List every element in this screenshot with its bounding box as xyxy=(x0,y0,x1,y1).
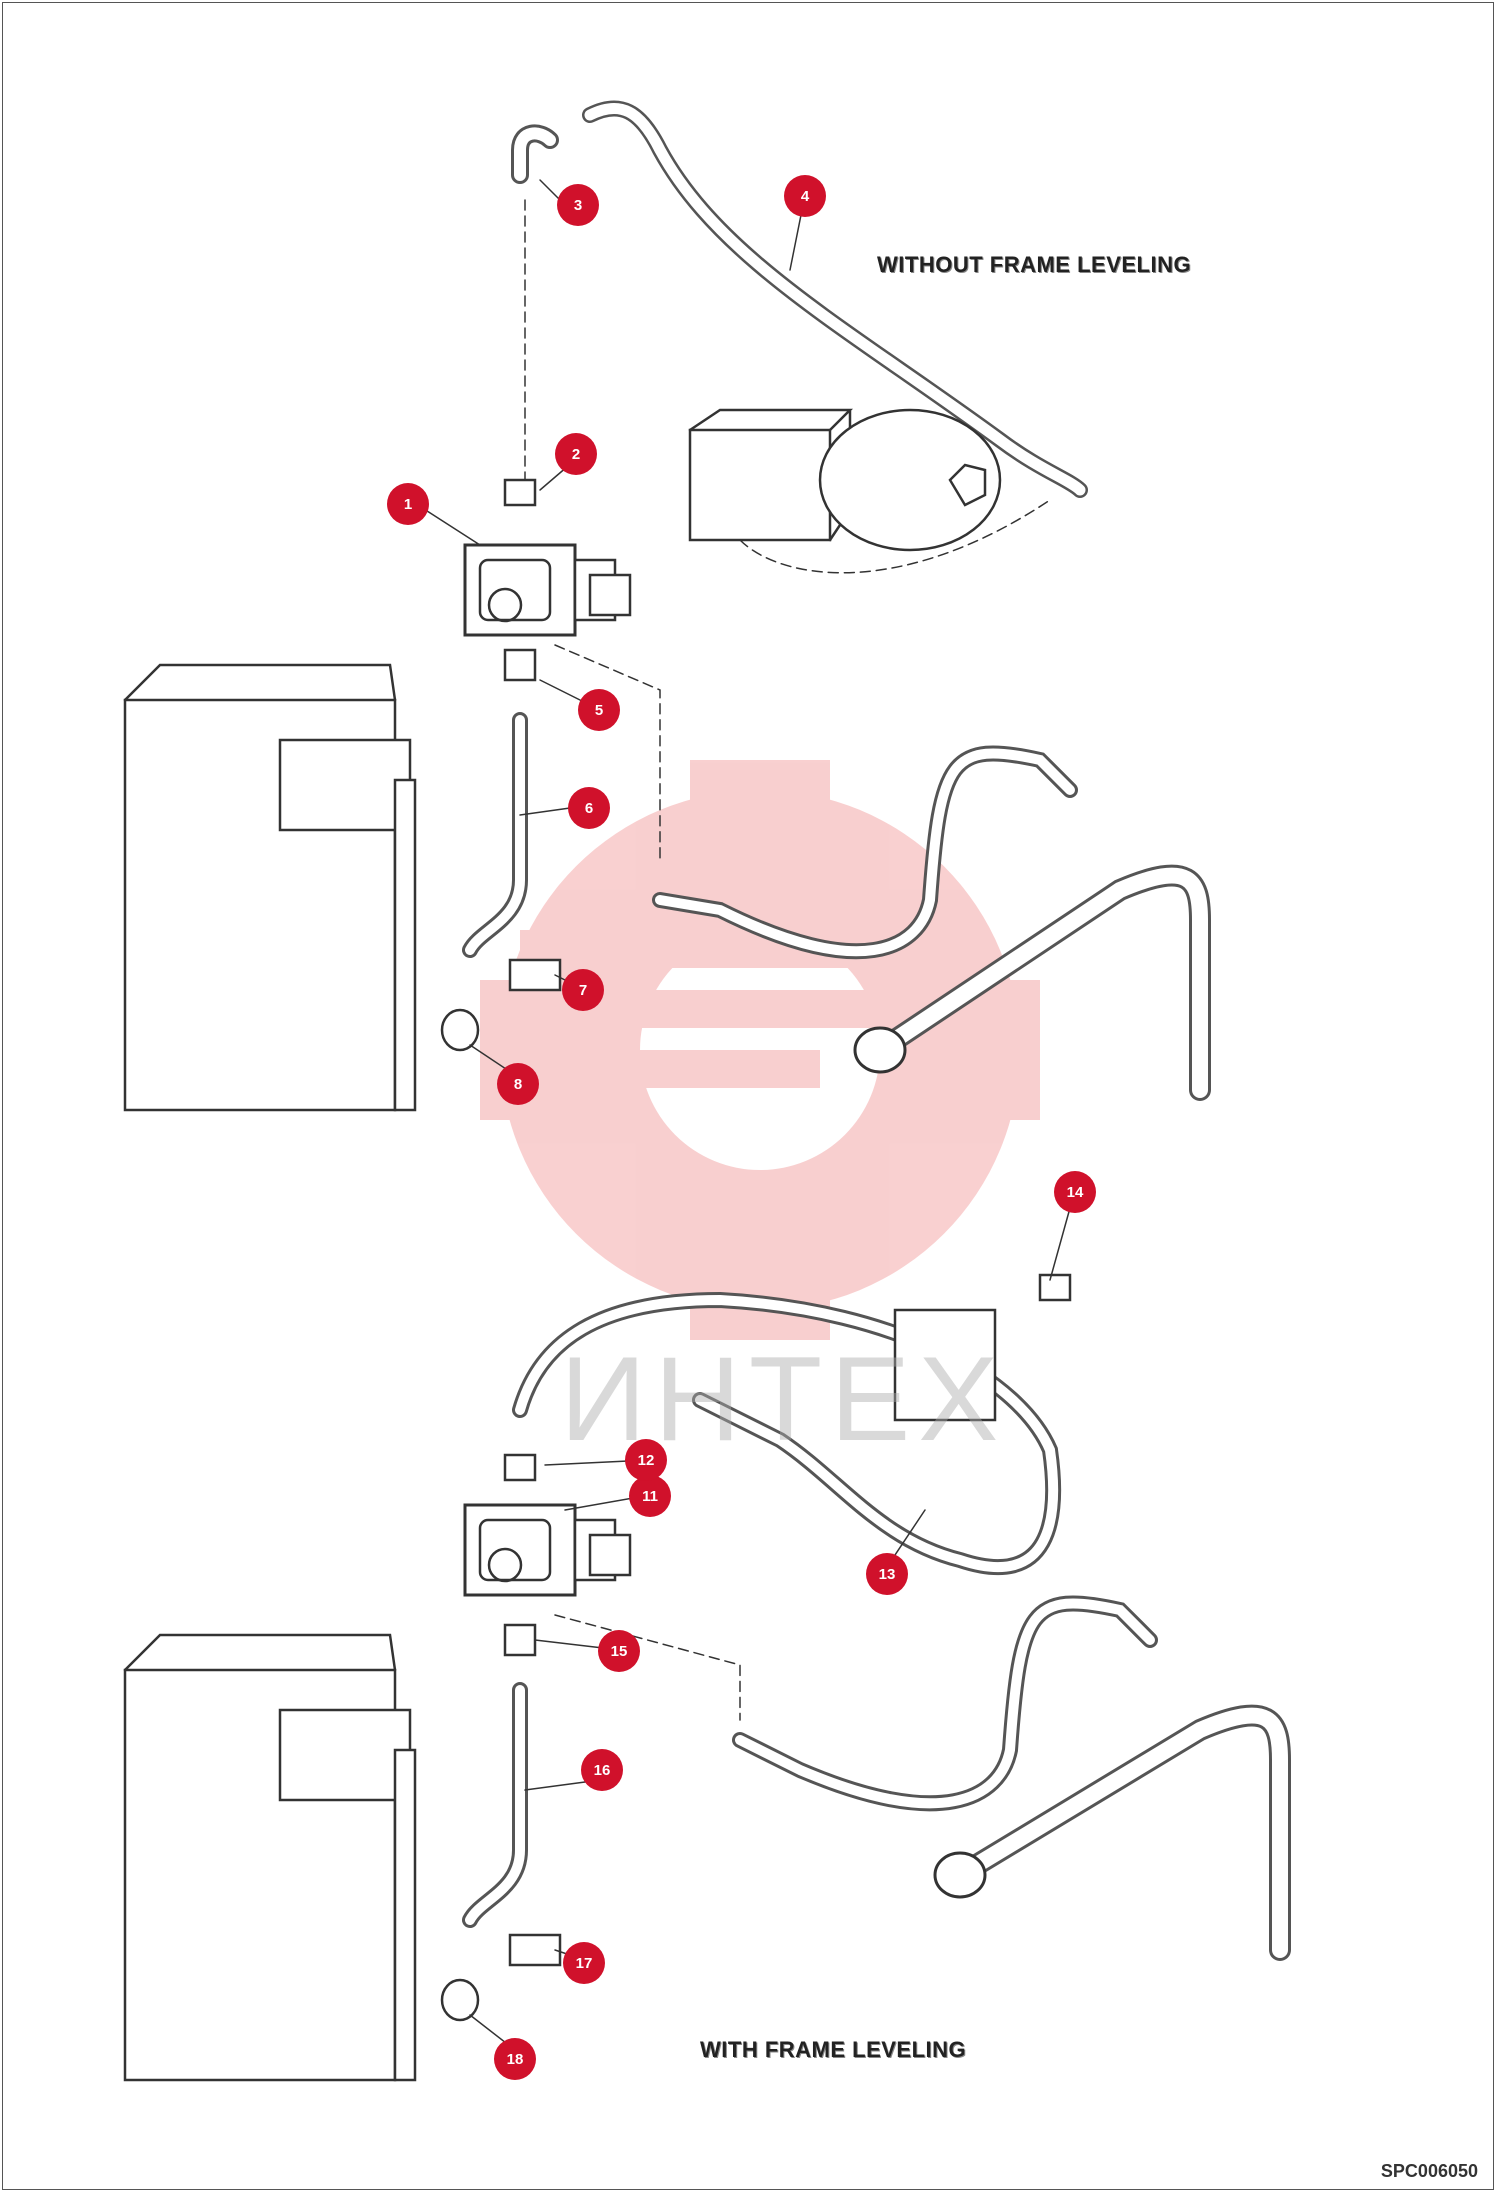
callout-14: 14 xyxy=(1054,1171,1096,1213)
callout-15: 15 xyxy=(598,1630,640,1672)
callout-2: 2 xyxy=(555,433,597,475)
fitting-2 xyxy=(503,478,537,507)
accumulator xyxy=(818,408,1002,552)
callout-1: 1 xyxy=(387,483,429,525)
heading-with-frame-leveling: WITH FRAME LEVELING xyxy=(700,2037,967,2062)
callout-11: 11 xyxy=(629,1475,671,1517)
fitting-17 xyxy=(508,1933,562,1967)
watermark-text: ИНТЕХ xyxy=(560,1332,1007,1466)
callout-12: 12 xyxy=(625,1439,667,1481)
valve-block xyxy=(688,428,832,542)
fitting-14 xyxy=(1038,1273,1072,1302)
callout-7: 7 xyxy=(562,969,604,1011)
pump-11 xyxy=(463,1503,577,1597)
callout-17: 17 xyxy=(563,1942,605,1984)
callout-18: 18 xyxy=(494,2038,536,2080)
callout-3: 3 xyxy=(557,184,599,226)
fitting-5 xyxy=(503,648,537,682)
fitting-7 xyxy=(508,958,562,992)
callout-8: 8 xyxy=(497,1063,539,1105)
callout-13: 13 xyxy=(866,1553,908,1595)
callout-5: 5 xyxy=(578,689,620,731)
fitting-15 xyxy=(503,1623,537,1657)
heading-without-frame-leveling: WITHOUT FRAME LEVELING xyxy=(877,252,1192,277)
hose-16 xyxy=(462,1682,528,1928)
fitting-12 xyxy=(503,1453,537,1482)
hose-6 xyxy=(462,712,528,958)
plug-18 xyxy=(440,1978,480,2022)
valve-14 xyxy=(893,1308,997,1422)
pump-1 xyxy=(463,543,577,637)
drawing-code: SPC006050 xyxy=(1380,2161,1478,2181)
callout-6: 6 xyxy=(568,787,610,829)
plug-8 xyxy=(440,1008,480,1052)
callout-16: 16 xyxy=(581,1749,623,1791)
watermark-logo xyxy=(480,760,1040,1340)
callout-4: 4 xyxy=(784,175,826,217)
